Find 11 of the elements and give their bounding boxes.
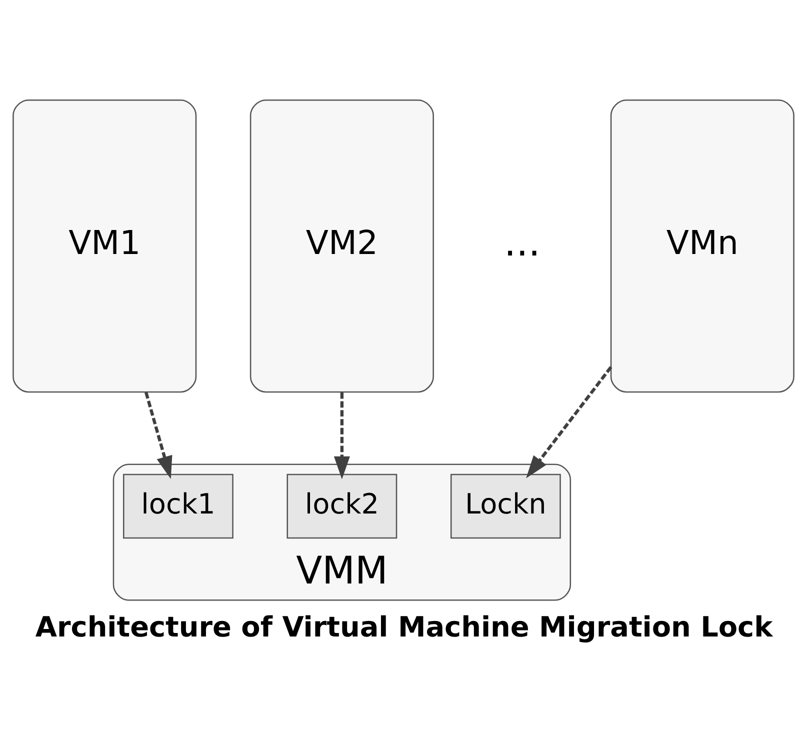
node-box: VM2 [250, 99, 434, 393]
label: ... [504, 220, 540, 265]
node-box: lock2 [286, 474, 398, 539]
node-box: VM1 [12, 99, 197, 393]
node-box: lock1 [123, 474, 234, 539]
arrow [334, 392, 350, 480]
caption: Architecture of Virtual Machine Migration Lock [35, 610, 773, 644]
node-box: VMn [610, 99, 794, 393]
arrow [526, 366, 612, 478]
arrow [144, 392, 172, 480]
node-box: Lockn [450, 474, 561, 539]
